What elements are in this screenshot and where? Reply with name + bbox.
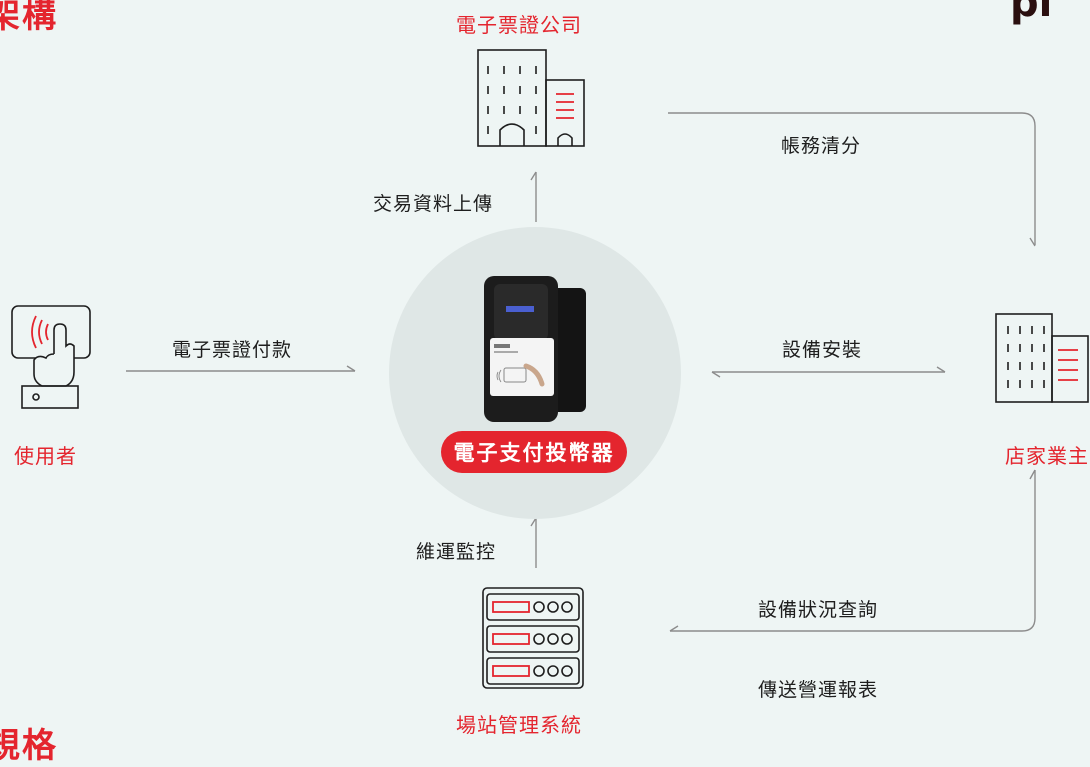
user-label: 使用者 bbox=[14, 444, 77, 468]
station-system-label: 場站管理系統 bbox=[456, 713, 582, 737]
flow-label-maintenance: 維運監控 bbox=[416, 541, 497, 563]
device-label-badge: 電子支付投幣器 bbox=[441, 431, 627, 473]
payment-terminal-image bbox=[484, 276, 586, 422]
flow-label-clearing: 帳務清分 bbox=[781, 135, 862, 157]
contactless-card-hand-icon bbox=[11, 305, 91, 409]
flow-label-payment: 電子票證付款 bbox=[172, 339, 293, 361]
connector-lines bbox=[126, 112, 1036, 632]
server-rack-icon bbox=[482, 587, 584, 689]
section-title-top: 架構 bbox=[0, 0, 58, 36]
flow-label-report: 傳送營運報表 bbox=[758, 679, 879, 701]
flow-label-status-query: 設備狀況查詢 bbox=[758, 599, 879, 621]
brand-logo-fragment: pi bbox=[1010, 0, 1053, 26]
merchant-label: 店家業主 bbox=[1005, 444, 1089, 468]
ticket-company-label: 電子票證公司 bbox=[456, 13, 582, 37]
flow-label-installation: 設備安裝 bbox=[782, 339, 863, 361]
store-building-icon bbox=[995, 313, 1089, 403]
office-building-icon bbox=[477, 49, 585, 147]
flow-label-upload: 交易資料上傳 bbox=[373, 193, 494, 215]
